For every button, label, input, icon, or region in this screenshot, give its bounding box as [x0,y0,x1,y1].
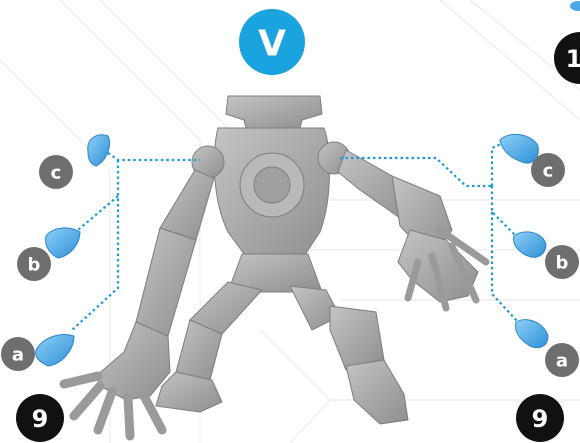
left-option-label-b: b [28,255,41,276]
quantity-badge-left: 9 [16,394,64,442]
right-option-label-a: a [556,351,568,372]
left-piece-c [88,135,110,166]
right-option-label-c: c [543,161,554,182]
left-option-label-c: c [51,163,62,184]
left-option-badge-b: b [17,247,51,281]
right-option-badge-c: c [531,153,565,187]
top-right-number: 1 [566,45,580,73]
right-piece-a [516,320,548,348]
top-right-part-fragment [570,1,580,11]
robot-model-illustration [64,96,486,436]
step-badge-label: V [258,24,286,65]
step-badge: V [239,9,305,75]
left-option-badge-c: c [39,155,73,189]
right-option-badge-a: a [545,343,579,377]
left-option-badge-a: a [1,337,35,371]
right-piece-b [514,232,546,257]
right-piece-c [500,134,538,163]
right-option-badge-b: b [545,245,579,279]
quantity-right: 9 [532,405,549,433]
top-right-number-badge: 1 [554,32,580,84]
left-option-label-a: a [12,345,24,366]
left-piece-b [46,228,80,258]
left-piece-a [36,335,74,366]
quantity-badge-right: 9 [516,394,564,442]
quantity-left: 9 [32,405,49,433]
right-option-label-b: b [556,253,569,274]
